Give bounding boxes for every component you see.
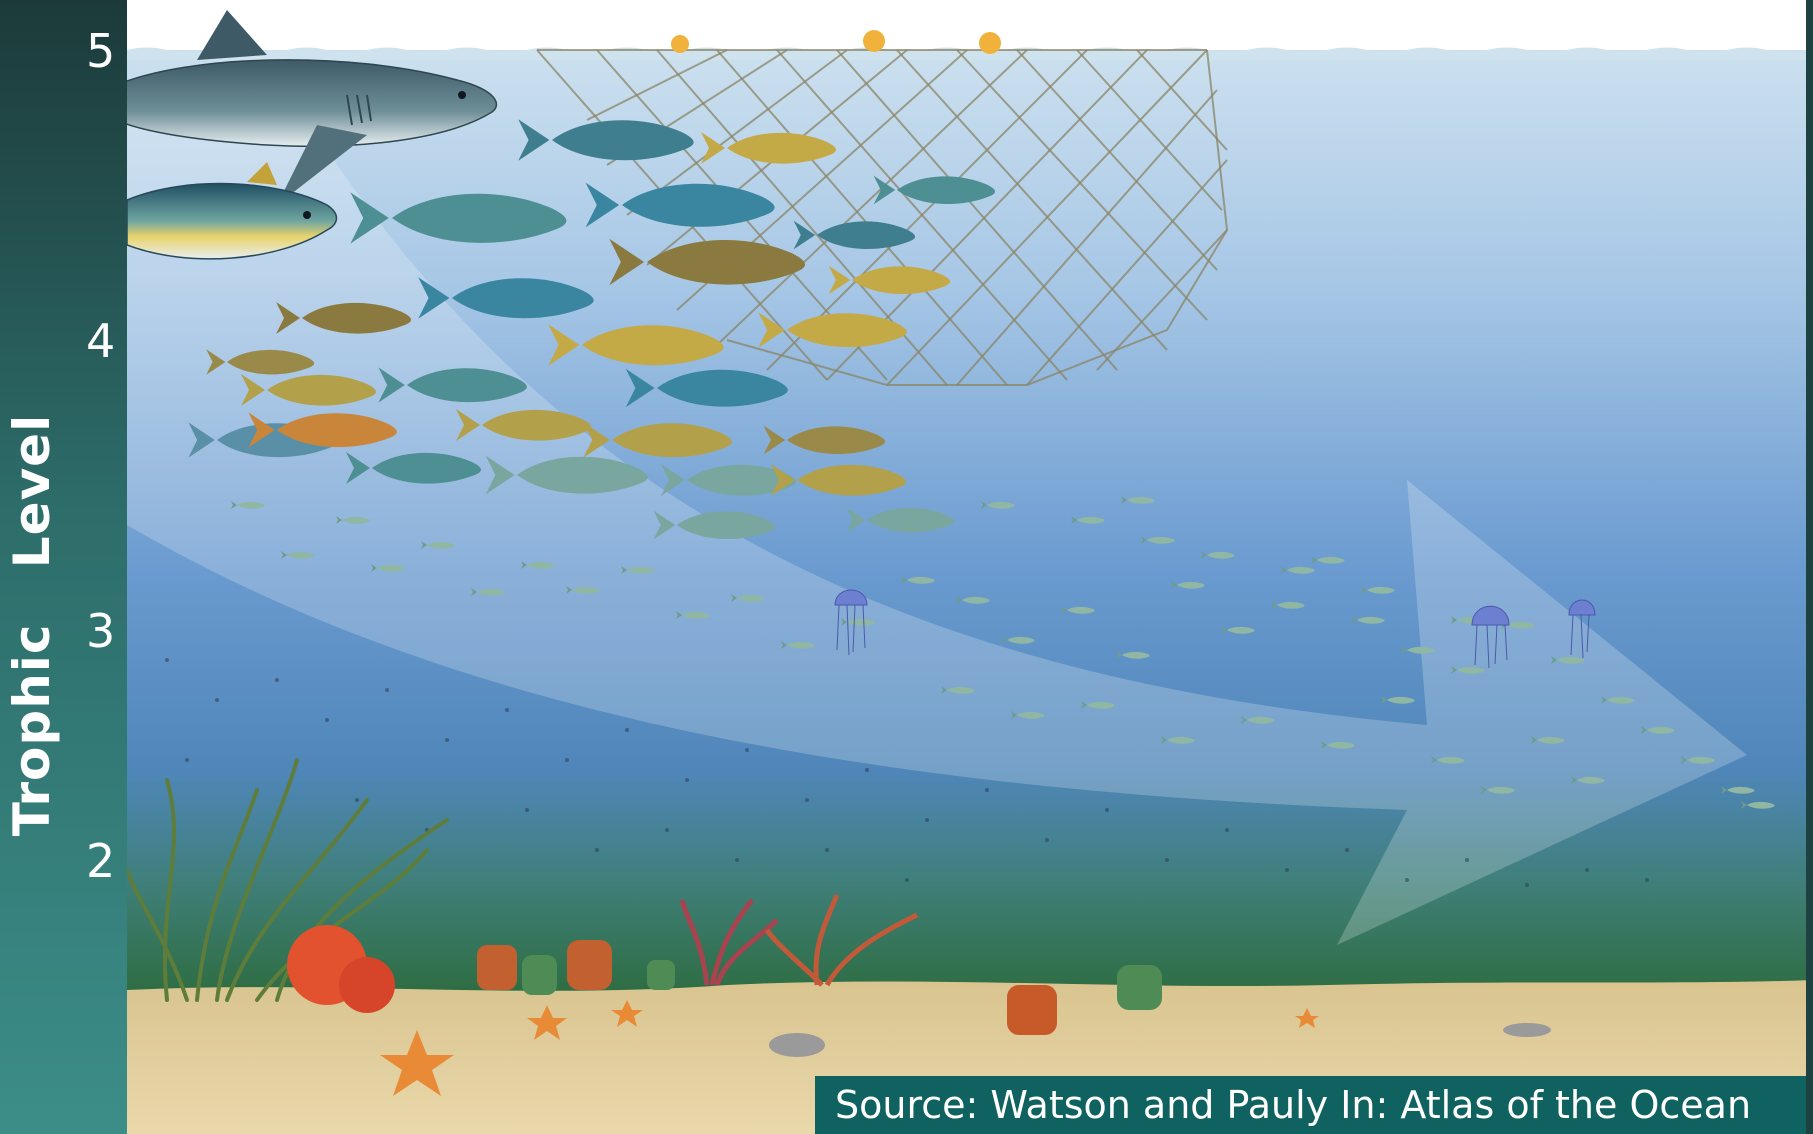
sky-strip — [127, 0, 1813, 50]
axis-title: Trophic Level — [3, 414, 61, 836]
source-caption: Source: Watson and Pauly In: Atlas of th… — [815, 1076, 1813, 1134]
tick-label-4: 4 — [86, 318, 115, 364]
tick-label-3: 3 — [86, 608, 115, 654]
tick-label-2: 2 — [86, 838, 115, 884]
right-border — [1806, 0, 1813, 1134]
ocean-illustration — [127, 0, 1813, 1134]
trophic-level-axis: 5 4 3 2 Trophic Level — [0, 0, 127, 1134]
tick-label-5: 5 — [86, 28, 115, 74]
